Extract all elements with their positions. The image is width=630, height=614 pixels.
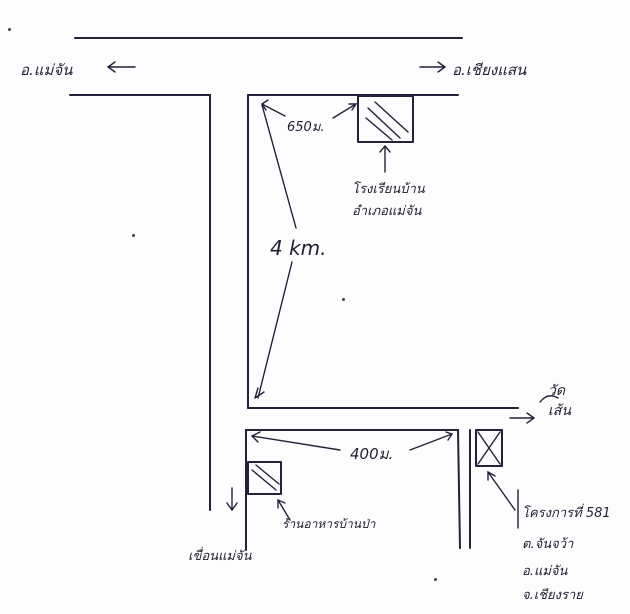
label-to-village-line2: เส้น bbox=[548, 403, 571, 419]
school-hatch bbox=[365, 101, 409, 141]
label-shop: ร้านอาหารบ้านป่า bbox=[282, 517, 376, 531]
label-address-4: จ.เชียงราย bbox=[522, 588, 583, 603]
label-address-2: ต.จันจว้า bbox=[522, 537, 574, 552]
label-school: โรงเรียนบ้าน bbox=[352, 182, 425, 197]
project-cross bbox=[477, 431, 501, 465]
label-down-road: เขื่อนแม่จัน bbox=[188, 549, 252, 564]
arrow-right-icon bbox=[419, 61, 447, 73]
arrow-right-lower-icon bbox=[509, 412, 536, 424]
school-building bbox=[357, 95, 414, 143]
arrow-left-icon bbox=[106, 61, 136, 73]
label-to-village: วัด bbox=[548, 383, 565, 399]
label-dist-4km: 4 km. bbox=[270, 236, 327, 260]
label-dist-400: 400ม. bbox=[350, 445, 394, 463]
shop-building bbox=[247, 461, 282, 495]
curve-mark bbox=[539, 395, 559, 403]
label-dist-650: 650ม. bbox=[287, 120, 325, 135]
label-address-3: อ.แม่จัน bbox=[522, 564, 568, 579]
label-address-1: โครงการที่ 581 bbox=[522, 506, 611, 521]
dim-400-right bbox=[409, 431, 454, 451]
road-lower-mid bbox=[457, 429, 461, 549]
arrow-to-project bbox=[487, 470, 516, 511]
dim-650-left bbox=[261, 103, 286, 117]
dim-400-left bbox=[251, 435, 341, 451]
dim-650-right bbox=[332, 103, 358, 119]
arrow-down-icon bbox=[226, 487, 238, 512]
shop-hatch bbox=[251, 464, 280, 491]
stray-mark bbox=[434, 578, 437, 581]
project-building bbox=[475, 429, 503, 467]
arrow-to-shop bbox=[277, 498, 291, 521]
dim-4km-arrowhead bbox=[254, 387, 265, 399]
arrow-up-to-school bbox=[379, 144, 391, 173]
label-school-line2: อำเภอแม่จัน bbox=[352, 204, 422, 219]
dim-4km-upper bbox=[261, 104, 297, 229]
dim-4km-lower bbox=[257, 261, 293, 399]
stray-mark bbox=[132, 234, 135, 237]
label-to-chiang-saen: อ.เชียงแสน bbox=[452, 61, 527, 79]
stray-mark bbox=[8, 28, 11, 31]
stray-mark bbox=[342, 298, 345, 301]
label-to-mae-chan: อ.แม่จัน bbox=[20, 61, 73, 79]
dim-400-left-head bbox=[251, 431, 261, 443]
